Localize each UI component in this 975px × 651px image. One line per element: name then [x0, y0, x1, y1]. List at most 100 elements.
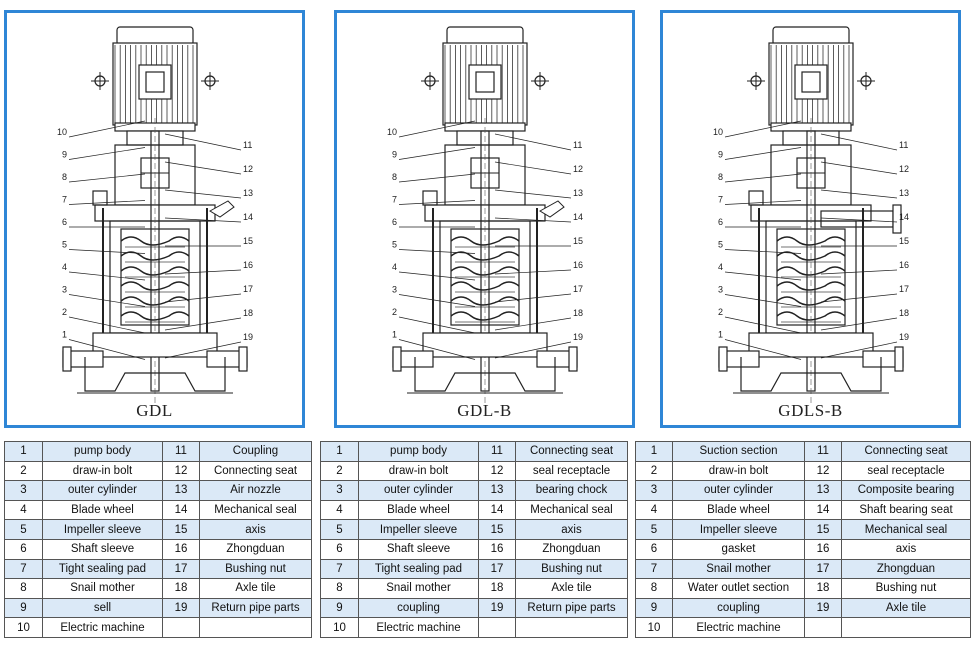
part-name: Suction section	[672, 441, 805, 462]
part-name: Shaft sleeve	[42, 538, 163, 560]
callout-number: 12	[899, 164, 909, 174]
part-number: 4	[635, 499, 673, 521]
part-number: 19	[804, 597, 842, 619]
callout-number: 8	[392, 172, 397, 182]
callout-number: 2	[62, 307, 67, 317]
callout-number: 14	[573, 212, 583, 222]
callout-number: 15	[899, 236, 909, 246]
callout-number: 4	[392, 262, 397, 272]
callout-number: 14	[899, 212, 909, 222]
part-name: Blade wheel	[358, 499, 479, 521]
callout-number: 3	[392, 285, 397, 295]
part-number: 6	[635, 538, 673, 560]
part-number: 1	[320, 441, 359, 462]
leader-line	[724, 339, 802, 360]
callout-number: 10	[713, 127, 723, 137]
callout-number: 13	[899, 188, 909, 198]
electric-motor	[747, 26, 875, 132]
part-number: 15	[162, 519, 200, 540]
callout-number: 10	[57, 127, 67, 137]
leader-line	[724, 120, 802, 138]
callout-number: 3	[718, 285, 723, 295]
callout-number: 9	[718, 150, 723, 160]
leader-line	[724, 200, 802, 205]
leader-line	[820, 293, 898, 303]
leader-line	[398, 173, 476, 183]
part-name: Impeller sleeve	[42, 519, 163, 540]
part-name: Zhongduan	[199, 538, 312, 560]
part-number: 6	[4, 538, 43, 560]
part-number: 7	[4, 558, 43, 580]
callout-number: 5	[392, 240, 397, 250]
callout-number: 11	[573, 140, 582, 150]
leader-line	[164, 217, 242, 223]
part-number: 5	[635, 519, 673, 540]
leader-line	[820, 217, 898, 223]
part-number	[804, 617, 842, 638]
part-name: Tight sealing pad	[42, 558, 163, 580]
callout-number: 19	[573, 332, 583, 342]
callout-number: 18	[243, 308, 253, 318]
leader-line	[164, 341, 242, 359]
leader-line	[724, 294, 802, 307]
part-name: Tight sealing pad	[358, 558, 479, 580]
part-name: draw-in bolt	[358, 460, 479, 482]
part-name: sell	[42, 597, 163, 619]
callout-number: 19	[899, 332, 909, 342]
callout-number: 6	[392, 217, 397, 227]
diagram-caption: GDLS-B	[778, 401, 843, 420]
callout-number: 18	[899, 308, 909, 318]
part-number: 2	[4, 460, 43, 482]
leader-line	[820, 133, 898, 151]
part-name: axis	[199, 519, 312, 540]
part-name: Electric machine	[358, 617, 479, 638]
leader-line	[724, 249, 802, 254]
air-nozzle	[209, 200, 235, 218]
part-name: Blade wheel	[672, 499, 805, 521]
callout-number: 9	[62, 150, 67, 160]
callout-number: 11	[899, 140, 908, 150]
part-name: Blade wheel	[42, 499, 163, 521]
callout-number: 10	[387, 127, 397, 137]
callout-number: 7	[392, 195, 397, 205]
part-number: 10	[4, 617, 43, 638]
leader-line	[398, 339, 476, 360]
part-name: draw-in bolt	[672, 460, 805, 482]
part-number: 17	[162, 558, 200, 580]
leader-line	[494, 293, 572, 303]
part-number: 13	[162, 480, 200, 501]
callout-number: 1	[62, 330, 67, 340]
leader-line	[164, 161, 242, 175]
callout-number: 13	[243, 188, 253, 198]
leader-line	[724, 316, 802, 334]
part-name: Zhongduan	[841, 558, 971, 580]
leader-line	[820, 317, 898, 331]
leader-line	[398, 271, 476, 281]
electric-motor	[91, 26, 219, 132]
part-number: 11	[804, 441, 842, 462]
leader-line	[68, 271, 146, 281]
part-number: 9	[4, 597, 43, 619]
leader-line	[164, 317, 242, 331]
